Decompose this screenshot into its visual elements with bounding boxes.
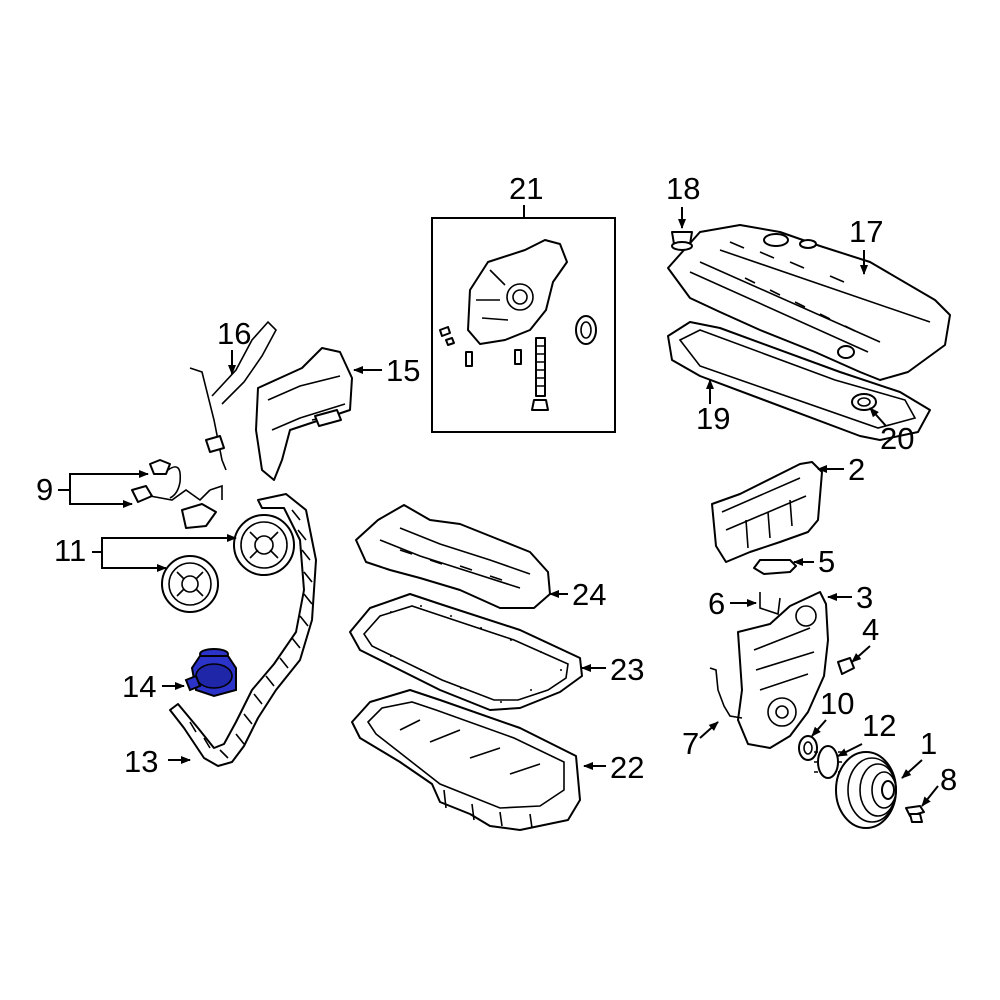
part-22-oil-pan[interactable] — [351, 689, 581, 831]
callouts: 21 18 17 16 15 19 20 9 2 11 5 24 6 3 4 — [36, 171, 957, 807]
callout-12: 12 — [862, 708, 896, 743]
part-6-clip[interactable] — [759, 592, 781, 616]
part-2-middle-cover[interactable] — [711, 461, 823, 563]
callout-22: 22 — [610, 750, 644, 785]
callout-13: 13 — [124, 744, 158, 779]
part-14-tensioner[interactable] — [184, 648, 237, 698]
part-23-oil-pan-gasket[interactable] — [349, 593, 583, 711]
part-12-crank-gear[interactable] — [814, 745, 842, 779]
callout-2: 2 — [848, 452, 865, 487]
callout-1: 1 — [920, 726, 937, 761]
callout-5: 5 — [818, 544, 835, 579]
callout-19: 19 — [696, 401, 730, 436]
part-15-upper-timing-cover[interactable] — [255, 347, 353, 481]
callout-17: 17 — [849, 214, 883, 249]
callout-6: 6 — [708, 586, 725, 621]
callout-7: 7 — [682, 726, 699, 761]
part-7-wire[interactable] — [709, 667, 743, 719]
part-20-seal[interactable] — [851, 393, 877, 411]
part-8-bolt[interactable] — [905, 805, 925, 823]
callout-3: 3 — [856, 580, 873, 615]
callout-4: 4 — [862, 612, 879, 647]
callout-15: 15 — [386, 353, 420, 388]
part-24-oil-baffle[interactable] — [355, 504, 551, 609]
callout-16: 16 — [217, 316, 251, 351]
part-21-oil-pump-group[interactable] — [431, 217, 616, 433]
part-16-harness[interactable] — [189, 320, 277, 471]
part-18-cap-nut[interactable] — [671, 231, 693, 251]
callout-23: 23 — [610, 652, 644, 687]
part-4-clip[interactable] — [837, 657, 855, 675]
callout-14: 14 — [122, 669, 156, 704]
callout-9: 9 — [36, 472, 53, 507]
part-13-timing-belt[interactable] — [169, 493, 317, 767]
part-1-crank-pulley[interactable] — [835, 751, 897, 829]
callout-18: 18 — [666, 171, 700, 206]
part-5-bracket[interactable] — [753, 559, 797, 575]
part-10-washer[interactable] — [798, 735, 818, 761]
part-9-sensors[interactable] — [131, 459, 223, 529]
callout-10: 10 — [820, 686, 854, 721]
callout-8: 8 — [940, 762, 957, 797]
callout-21: 21 — [509, 171, 543, 206]
callout-11: 11 — [54, 533, 86, 568]
callout-20: 20 — [880, 421, 914, 456]
part-3-lower-cover[interactable] — [737, 591, 829, 749]
part-11-cam-pulleys[interactable] — [161, 514, 295, 613]
callout-24: 24 — [572, 577, 606, 612]
part-17-valve-cover[interactable] — [667, 224, 951, 381]
